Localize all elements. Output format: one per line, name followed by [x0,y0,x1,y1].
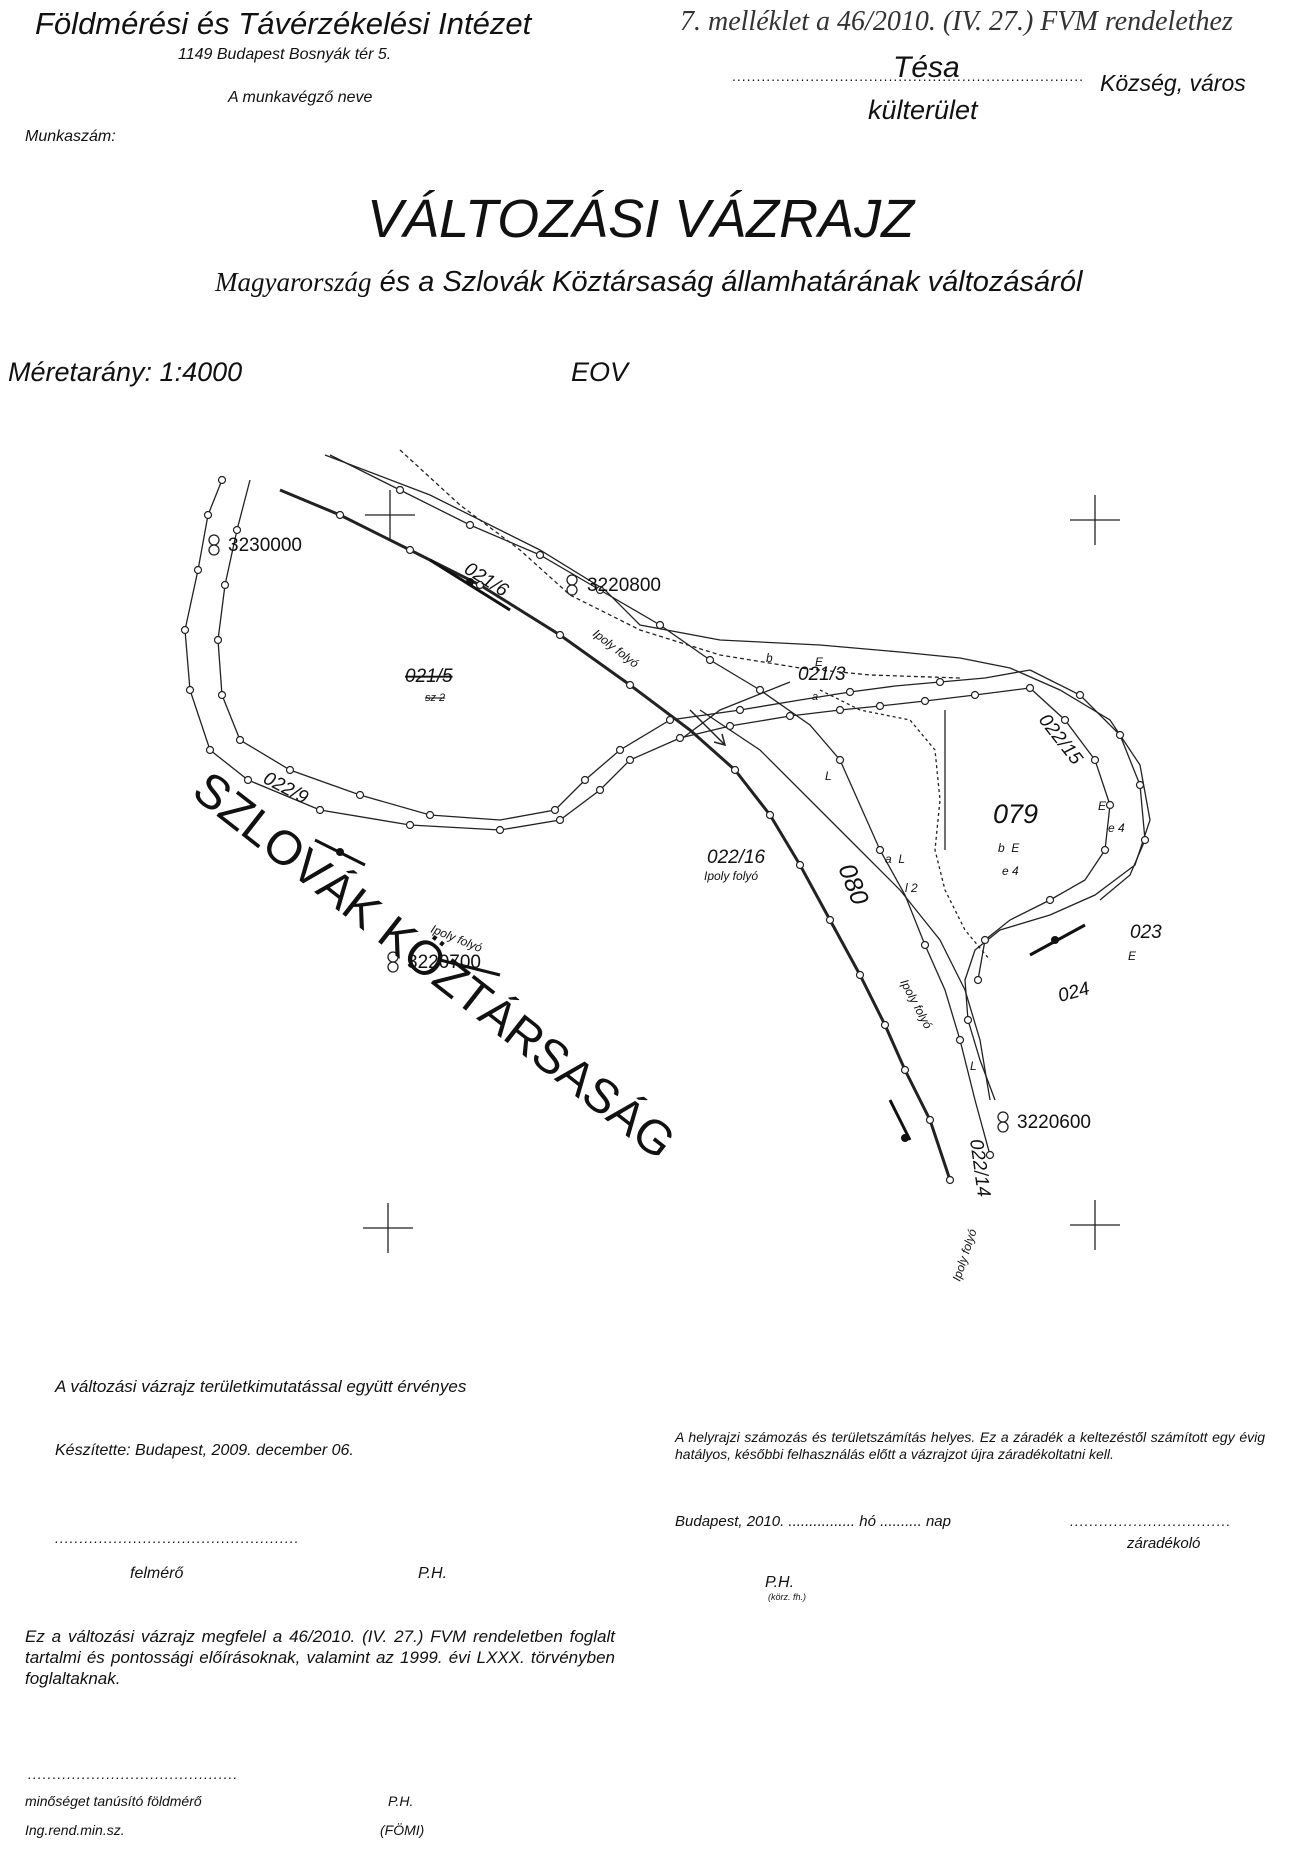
stamp-placeholder: P.H. [418,1565,448,1582]
survey-vertices [180,475,1150,1185]
institution-name: Földmérési és Távérzékelési Intézet [35,6,532,41]
subdivision-aL: a L [885,852,905,866]
parcel-021-3-sub: a [812,691,818,703]
scale-label: Méretarány: 1:4000 [8,357,243,387]
decree-reference: 7. melléklet a 46/2010. (IV. 27.) FVM re… [680,6,1233,37]
right-loop-line [977,687,1111,981]
dashed-boundary [399,449,961,679]
river-label-4: Ipoly folyó [897,977,935,1032]
page-subtitle: Magyarország és a Szlovák Köztársaság ál… [215,266,1082,299]
parcel-021-5: 021/5 [405,666,453,687]
border-dots [336,578,1059,1142]
parcel-021-3: 021/3 [798,664,846,685]
subdivision-L2: L [970,1059,977,1073]
river-label-1: Ipoly folyó [590,626,641,670]
clause-signer-label: záradékoló [1127,1535,1201,1552]
point-label-4: 3220600 [1017,1112,1091,1133]
certification-text: Ez a változási vázrajz megfelel a 46/201… [25,1627,615,1688]
parcel-024: 024 [1056,978,1092,1006]
fomi-stamp-placeholder: P.H. [388,1793,414,1809]
quality-surveyor-label: minőséget tanúsító földmérő [25,1793,202,1809]
municipality-name: Tésa [893,51,960,84]
worker-label: A munkavégző neve [228,89,373,106]
river-bank-line [329,454,991,1156]
subdivision-l2: l 2 [905,881,918,895]
parcel-021-5-sub: sz 2 [425,692,445,704]
clause-text: A helyrajzi számozás és területszámítás … [675,1429,1265,1462]
quality-signature-line: ........................................… [28,1766,239,1782]
country-label: SZLOVÁK KÖZTÁRSASÁG [183,762,684,1170]
page-title: VÁLTOZÁSI VÁZRAJZ [367,189,915,249]
parcel-022-14: 022/14 [965,1138,994,1198]
district-office-label: (körz. fh.) [768,1592,807,1602]
fomi-label: (FÖMI) [380,1822,425,1838]
projection-label: EOV [571,357,629,387]
river-label-5: Ipoly folyó [950,1227,980,1283]
surveyor-label: felmérő [130,1565,184,1582]
job-number-label: Munkaszám: [25,128,116,145]
dashed-boundary-2 [819,689,991,961]
parcel-line-3 [679,681,791,741]
survey-map: 3230000 3220800 3220700 3220600 021/6 02… [180,449,1162,1283]
river-label-2: Ipoly folyó [704,869,758,883]
clause-signature-line: ................................. [1070,1513,1232,1529]
clause-place-date: Budapest, 2010. ................ hó ....… [675,1513,951,1530]
municipality-type: Község, város [1100,70,1246,96]
subdivision-E1: E [815,655,824,669]
subdivision-bE: b E [998,841,1020,855]
point-label-1: 3230000 [228,535,302,556]
subdivision-L1: L [825,769,832,783]
made-by: Készítette: Budapest, 2009. december 06. [55,1442,354,1459]
parcel-080: 080 [832,860,874,909]
subdivision-b1: b [766,651,773,665]
grid-crosses [363,490,1120,1253]
point-label-2: 3220800 [587,575,661,596]
subdivision-e4: e 4 [1002,864,1019,878]
subdivision-E3: E [1128,949,1137,963]
validity-note: A változási vázrajz területkimutatással … [55,1377,467,1396]
subdivision-e4b: e 4 [1108,821,1125,835]
point-markers [208,534,1009,1133]
parcel-022-15: 022/15 [1034,710,1087,769]
parcel-023: 023 [1130,922,1162,943]
subdivision-E2: E [1098,799,1107,813]
road-line [324,454,1151,1101]
border-marks [314,558,1086,1141]
district-stamp-placeholder: P.H. [765,1574,795,1591]
subtitle-country: Magyarország [215,267,372,297]
main-river-line [279,488,952,1181]
parcel-079: 079 [993,799,1038,829]
flow-arrow [689,709,727,747]
subtitle-rest: és a Szlovák Köztársaság államhatárának … [371,266,1083,298]
area-type: külterület [868,95,978,125]
parcel-line [699,709,991,1101]
point-label-3: 3220700 [407,952,481,973]
institution-address: 1149 Budapest Bosnyák tér 5. [178,46,392,63]
municipality-dots: ........................................… [732,68,1085,84]
license-number-label: Ing.rend.min.sz. [25,1822,125,1838]
parcel-022-16: 022/16 [707,847,766,868]
surveyor-signature-line: ........................................… [55,1530,300,1546]
